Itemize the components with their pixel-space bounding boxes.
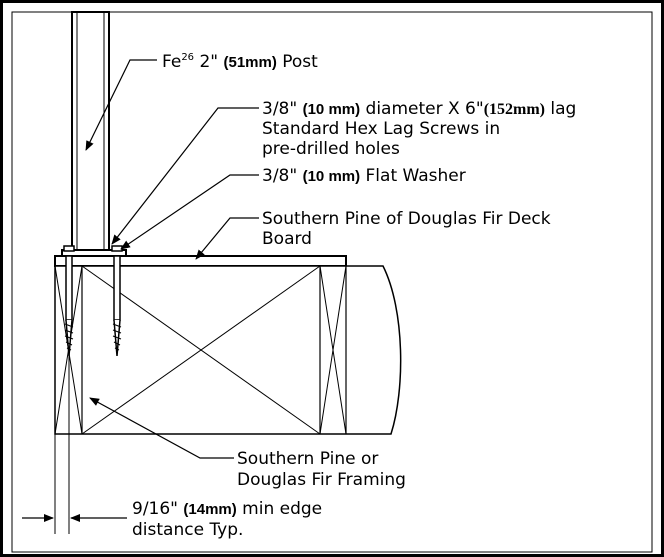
label-edge-line2: distance Typ. xyxy=(132,520,243,540)
leader-post xyxy=(85,59,157,151)
leader-washer xyxy=(120,174,259,250)
leader-lag xyxy=(111,107,259,245)
label-deck-line1: Southern Pine of Douglas Fir Deck xyxy=(262,209,551,229)
label-lag-line3: pre-drilled holes xyxy=(262,139,400,159)
inner-frame xyxy=(11,11,653,553)
steel-post xyxy=(71,11,110,251)
label-lag-line2: Standard Hex Lag Screws in xyxy=(262,119,500,139)
label-framing-line1: Southern Pine or xyxy=(237,449,378,469)
label-post: Fe26 2" (51mm) Post xyxy=(162,52,318,72)
label-lag-line1: 3/8" (10 mm) diameter X 6"(152mm) lag xyxy=(262,99,576,119)
label-framing-line2: Douglas Fir Framing xyxy=(237,470,406,490)
leader-framing xyxy=(89,397,234,459)
washer-left xyxy=(63,245,75,252)
edge-dimension xyxy=(22,356,127,534)
label-edge-line1: 9/16" (14mm) min edge xyxy=(132,499,322,519)
washer-right xyxy=(111,245,123,252)
label-washer: 3/8" (10 mm) Flat Washer xyxy=(262,166,466,186)
framing-member xyxy=(54,265,402,435)
lag-screw-right xyxy=(112,255,122,357)
leader-lines xyxy=(85,59,259,459)
leader-deck xyxy=(195,217,259,260)
deck-board xyxy=(54,255,347,267)
label-deck-line2: Board xyxy=(262,229,312,249)
